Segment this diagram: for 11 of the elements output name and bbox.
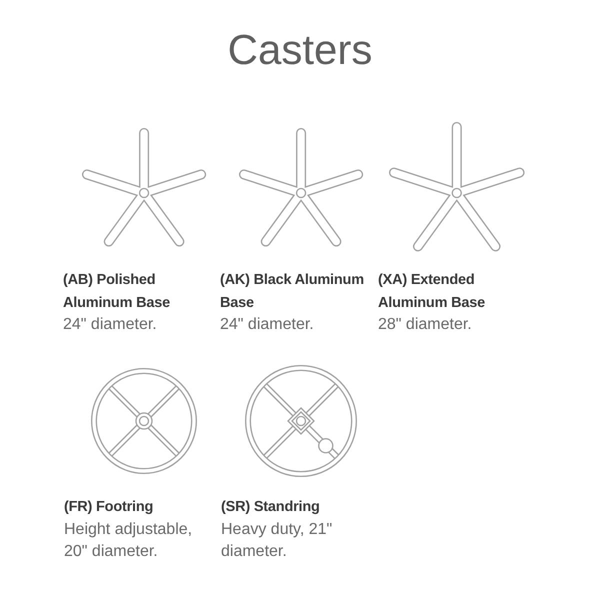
product-description: Heavy duty, 21" diameter.: [221, 520, 334, 562]
product-description: 28" diameter.: [378, 315, 472, 336]
product-name: (AK) Black Aluminum Base: [220, 271, 365, 313]
product-name: (SR) Standring: [221, 498, 320, 517]
product-name: (XA) Extended Aluminum Base: [378, 271, 486, 313]
title: Casters: [226, 26, 374, 74]
product-description: 24" diameter.: [63, 315, 157, 336]
product-name: (FR) Footring: [64, 498, 154, 517]
product-description: 24" diameter.: [220, 315, 314, 336]
product-name: (AB) Polished Aluminum Base: [63, 271, 171, 313]
product-description: Height adjustable, 20" diameter.: [64, 520, 194, 562]
